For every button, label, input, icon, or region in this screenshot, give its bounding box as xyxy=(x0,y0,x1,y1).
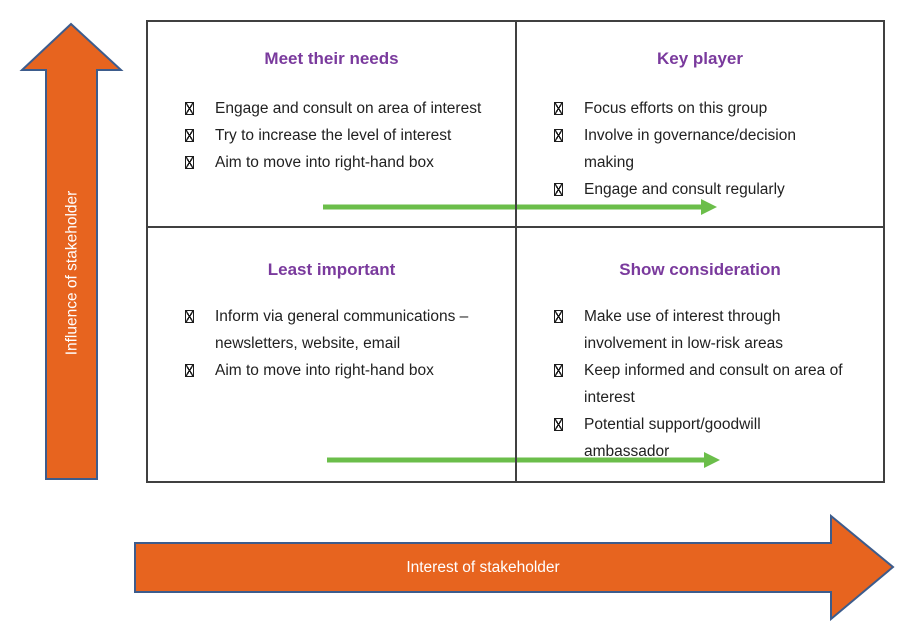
quadrant-key-player: Key player Focus efforts on this group I… xyxy=(517,22,883,228)
quadrant-list: Engage and consult on area of interest T… xyxy=(148,95,515,176)
list-item-text: Involve in governance/decision making xyxy=(584,127,796,171)
quadrant-meet-their-needs: Meet their needs Engage and consult on a… xyxy=(148,22,517,228)
list-item: Aim to move into right-hand box xyxy=(185,357,515,384)
list-item-text: Engage and consult on area of interest xyxy=(215,100,482,117)
matrix-box: Meet their needs Engage and consult on a… xyxy=(146,20,885,483)
boxed-x-bullet-icon xyxy=(554,122,584,142)
list-item-text: Aim to move into right-hand box xyxy=(215,362,434,379)
list-item: Make use of interest through involvement… xyxy=(554,303,883,357)
boxed-x-bullet-icon xyxy=(185,95,215,115)
list-item: Focus efforts on this group xyxy=(554,95,883,122)
x-axis-label: Interest of stakeholder xyxy=(406,558,560,576)
boxed-x-bullet-icon xyxy=(185,303,215,323)
boxed-x-bullet-icon xyxy=(554,357,584,377)
list-item-text: Potential support/goodwill ambassador xyxy=(584,416,761,460)
list-item-text: Try to increase the level of interest xyxy=(215,127,452,144)
y-axis-label: Influence of stakeholder xyxy=(63,190,80,356)
boxed-x-bullet-icon xyxy=(554,303,584,323)
boxed-x-bullet-icon xyxy=(554,176,584,196)
green-right-arrow-icon xyxy=(323,199,717,215)
boxed-x-bullet-icon xyxy=(554,411,584,431)
quadrant-show-consideration: Show consideration Make use of interest … xyxy=(517,228,883,481)
quadrant-title: Least important xyxy=(267,260,396,279)
boxed-x-bullet-icon xyxy=(185,122,215,142)
quadrant-list: Focus efforts on this group Involve in g… xyxy=(517,95,883,203)
list-item-text: Engage and consult regularly xyxy=(584,181,785,198)
quadrant-list: Make use of interest through involvement… xyxy=(517,303,883,465)
list-item: Potential support/goodwill ambassador xyxy=(554,411,883,465)
list-item-text: Make use of interest through involvement… xyxy=(584,308,783,352)
quadrant-title: Show consideration xyxy=(619,260,781,279)
up-arrow-icon xyxy=(19,22,124,480)
y-axis-label-container: Influence of stakeholder xyxy=(46,68,98,478)
quadrant-least-important: Least important Inform via general commu… xyxy=(148,228,517,481)
boxed-x-bullet-icon xyxy=(185,357,215,377)
list-item: Try to increase the level of interest xyxy=(185,122,515,149)
list-item: Engage and consult on area of interest xyxy=(185,95,515,122)
list-item: Aim to move into right-hand box xyxy=(185,149,515,176)
right-arrow-icon xyxy=(134,513,895,622)
quadrant-title: Meet their needs xyxy=(264,49,399,68)
list-item-text: Focus efforts on this group xyxy=(584,100,768,117)
list-item: Involve in governance/decision making xyxy=(554,122,883,176)
list-item: Inform via general communications – news… xyxy=(185,303,515,357)
list-item-text: Aim to move into right-hand box xyxy=(215,154,434,171)
list-item-text: Keep informed and consult on area of int… xyxy=(584,362,843,406)
list-item: Keep informed and consult on area of int… xyxy=(554,357,883,411)
x-axis-label-container: Interest of stakeholder xyxy=(135,543,831,592)
list-item-text: Inform via general communications – news… xyxy=(215,308,469,352)
quadrant-list: Inform via general communications – news… xyxy=(148,303,515,384)
quadrant-title: Key player xyxy=(657,49,743,68)
list-item: Engage and consult regularly xyxy=(554,176,883,203)
boxed-x-bullet-icon xyxy=(554,95,584,115)
boxed-x-bullet-icon xyxy=(185,149,215,169)
